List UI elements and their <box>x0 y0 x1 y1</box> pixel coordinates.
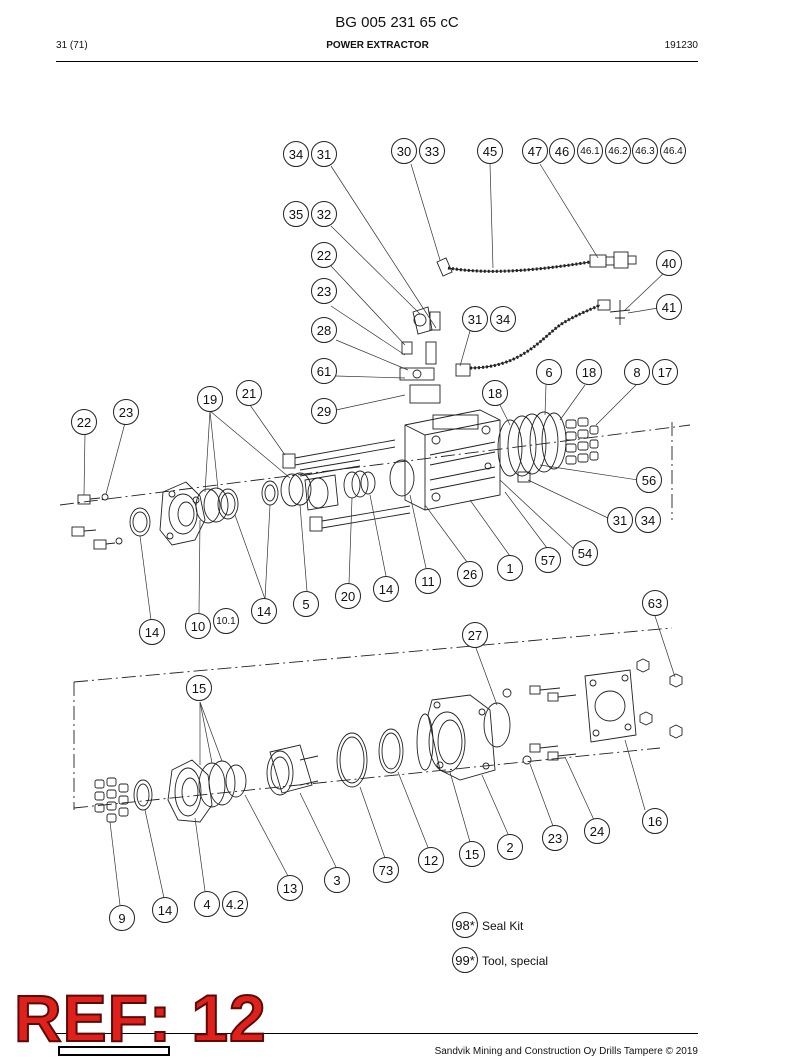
callout-6: 6 <box>536 359 562 385</box>
callout-16: 16 <box>642 808 668 834</box>
callout-20: 20 <box>335 583 361 609</box>
callout-4: 4 <box>194 891 220 917</box>
callout-46-1: 46.1 <box>577 138 603 164</box>
callout-34-right: 34 <box>635 507 661 533</box>
legend-text-seal-kit: Seal Kit <box>482 919 524 933</box>
callout-27: 27 <box>462 622 488 648</box>
page-number: 31 (71) <box>56 40 88 51</box>
callout-45: 45 <box>477 138 503 164</box>
header-rule <box>56 61 698 62</box>
callout-15-b: 15 <box>459 841 485 867</box>
footer-rule <box>56 1033 698 1034</box>
section-title: POWER EXTRACTOR <box>326 40 429 51</box>
callout-31-right: 31 <box>607 507 633 533</box>
callout-47: 47 <box>522 138 548 164</box>
callout-35: 35 <box>283 201 309 227</box>
callout-32: 32 <box>311 201 337 227</box>
reference-stamp: REF: 12 <box>13 981 267 1055</box>
callout-8: 8 <box>624 359 650 385</box>
callout-19: 19 <box>197 386 223 412</box>
callout-41: 41 <box>656 294 682 320</box>
callout-9: 9 <box>109 905 135 931</box>
callout-3: 3 <box>324 867 350 893</box>
callout-23: 23 <box>311 278 337 304</box>
callout-14-b: 14 <box>251 598 277 624</box>
callout-34: 34 <box>283 141 309 167</box>
callout-18-b: 18 <box>482 380 508 406</box>
callout-21: 21 <box>236 380 262 406</box>
bolts-upper-left <box>71 493 123 550</box>
callout-31: 31 <box>311 141 337 167</box>
legend-text-tool: Tool, special <box>482 954 549 968</box>
callout-2: 2 <box>497 834 523 860</box>
callout-56: 56 <box>636 467 662 493</box>
callout-22-left: 22 <box>71 409 97 435</box>
callout-40: 40 <box>656 250 682 276</box>
callout-17: 17 <box>652 359 678 385</box>
callout-46-4: 46.4 <box>660 138 686 164</box>
callout-46: 46 <box>549 138 575 164</box>
date-code: 191230 <box>664 40 698 51</box>
callout-13: 13 <box>277 875 303 901</box>
callout-4-2: 4.2 <box>222 891 248 917</box>
callout-30: 30 <box>391 138 417 164</box>
callout-46-2: 46.2 <box>605 138 631 164</box>
callout-12: 12 <box>418 847 444 873</box>
document-number: BG 005 231 65 cC <box>335 14 459 31</box>
bolts-lower-right <box>502 685 577 765</box>
tie-rods <box>282 439 411 532</box>
callout-31-mid: 31 <box>462 306 488 332</box>
callout-11: 11 <box>415 568 441 594</box>
callout-29: 29 <box>311 398 337 424</box>
rear-cover <box>427 694 496 781</box>
callout-10: 10 <box>185 613 211 639</box>
callout-34-mid: 34 <box>490 306 516 332</box>
callout-73: 73 <box>373 857 399 883</box>
callout-18: 18 <box>576 359 602 385</box>
callout-24: 24 <box>584 818 610 844</box>
footer-copyright: Sandvik Mining and Construction Oy Drill… <box>434 1046 698 1057</box>
callout-54: 54 <box>572 540 598 566</box>
callout-14-a: 14 <box>373 576 399 602</box>
callout-14-c: 14 <box>139 619 165 645</box>
callout-57: 57 <box>535 547 561 573</box>
callout-46-3: 46.3 <box>632 138 658 164</box>
callout-63: 63 <box>642 590 668 616</box>
callout-5: 5 <box>293 591 319 617</box>
toothed-ring-lower <box>94 777 129 823</box>
callout-1: 1 <box>497 555 523 581</box>
callout-22: 22 <box>311 242 337 268</box>
toothed-bushing <box>565 417 599 465</box>
legend-mark-seal-kit: 98* <box>452 912 478 938</box>
callout-61: 61 <box>311 358 337 384</box>
legend-mark-tool: 99* <box>452 947 478 973</box>
callout-23-lower: 23 <box>542 825 568 851</box>
rear-seals <box>497 411 567 477</box>
callout-26: 26 <box>457 561 483 587</box>
callout-28: 28 <box>311 317 337 343</box>
callout-10-1: 10.1 <box>213 608 239 634</box>
callout-23-left: 23 <box>113 399 139 425</box>
callout-15-lower: 15 <box>186 675 212 701</box>
main-housing <box>404 409 501 511</box>
callout-14-lower: 14 <box>152 897 178 923</box>
callout-33: 33 <box>419 138 445 164</box>
